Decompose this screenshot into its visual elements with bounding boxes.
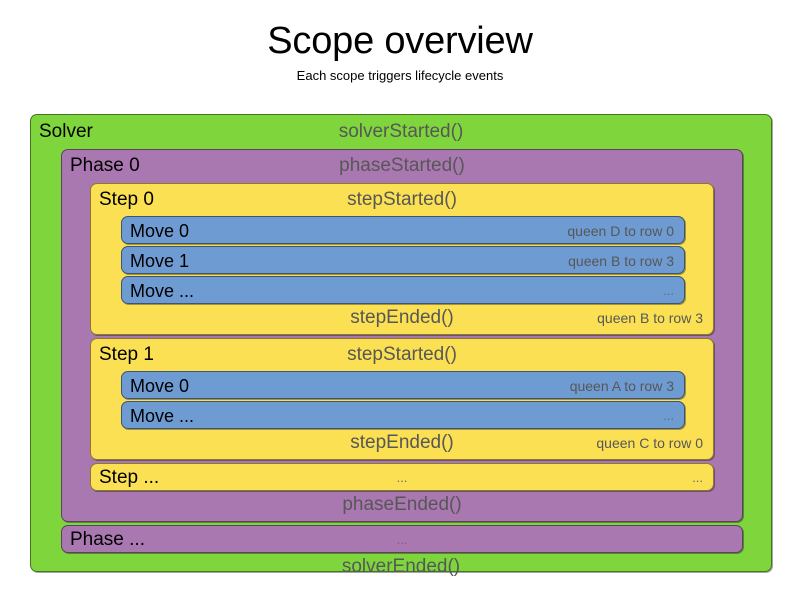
move-detail-0-0-2: ... [663,283,674,298]
move-detail-0-1-0: queen A to row 3 [569,378,674,394]
move-scope-0-1-0: Move 0 queen A to row 3 [121,371,685,399]
phase-label-0: Phase 0 [70,155,140,176]
solver-footer-band: solverEnded() [31,553,771,581]
phase-header-band-0: Phase 0 phaseStarted() [62,152,742,180]
phase-scope-trailing: Phase ... ... [61,525,743,553]
move-label-0-1-1: Move ... [130,406,195,426]
move-detail-0-1-1: ... [663,408,674,423]
solver-header-band: Solver solverStarted() [31,118,771,146]
step-ended-event-0-1: stepEnded() [350,432,454,453]
step-started-event-trailing-0: ... [396,470,408,485]
page-subtitle: Each scope triggers lifecycle events [296,67,504,83]
step-bottom-pad-0-1 [91,457,713,459]
step-started-event-0-0: stepStarted() [347,189,457,210]
step-footer-band-0-1: stepEnded() queen C to row 0 [91,429,713,457]
page-header: Scope overview Each scope triggers lifec… [0,0,800,83]
move-detail-0-0-1: queen B to row 3 [568,253,674,269]
solver-ended-event: solverEnded() [341,556,461,577]
phase-label-trailing: Phase ... [70,529,145,550]
move-scope-0-0-2: Move ... ... [121,276,685,304]
step-bottom-pad-0-0 [91,332,713,334]
page-title: Scope overview [267,20,533,62]
move-detail-0-0-0: queen D to row 0 [567,223,674,239]
phase-bottom-pad-0 [62,519,742,521]
move-scope-0-0-1: Move 1 queen B to row 3 [121,246,685,274]
move-label-0-1-0: Move 0 [130,376,190,396]
move-label-0-0-2: Move ... [130,281,195,301]
phase-ended-event-0: phaseEnded() [342,494,462,515]
step-ended-event-0-0: stepEnded() [350,307,454,328]
step-scope-0-1: Step 1 stepStarted() Move 0 queen A to r… [90,338,714,460]
move-scope-0-1-1: Move ... ... [121,401,685,429]
step-label-trailing-0: Step ... [99,467,160,488]
move-label-0-0-1: Move 1 [130,251,190,271]
step-ended-detail-0-0: queen B to row 3 [597,310,703,326]
step-detail-trailing-0: ... [692,470,703,485]
solver-label: Solver [39,121,93,142]
phase-scope-0: Phase 0 phaseStarted() Step 0 stepStarte… [61,149,743,522]
step-ended-detail-0-1: queen C to row 0 [596,435,703,451]
step-footer-band-0-0: stepEnded() queen B to row 3 [91,304,713,332]
phase-started-event-trailing: ... [396,532,408,547]
solver-scope: Solver solverStarted() Phase 0 phaseStar… [30,114,772,577]
move-label-0-0-0: Move 0 [130,221,190,241]
step-scope-trailing-0: Step ... ... ... [90,463,714,491]
step-label-0-1: Step 1 [99,344,154,365]
step-started-event-0-1: stepStarted() [347,344,457,365]
step-header-band-0-1: Step 1 stepStarted() [91,341,713,369]
step-scope-0-0: Step 0 stepStarted() Move 0 queen D to r… [90,183,714,335]
step-label-0-0: Step 0 [99,189,154,210]
phase-started-event-0: phaseStarted() [339,155,465,176]
move-scope-0-0-0: Move 0 queen D to row 0 [121,216,685,244]
step-header-band-0-0: Step 0 stepStarted() [91,186,713,214]
solver-started-event: solverStarted() [338,121,464,142]
phase-footer-band-0: phaseEnded() [62,491,742,519]
